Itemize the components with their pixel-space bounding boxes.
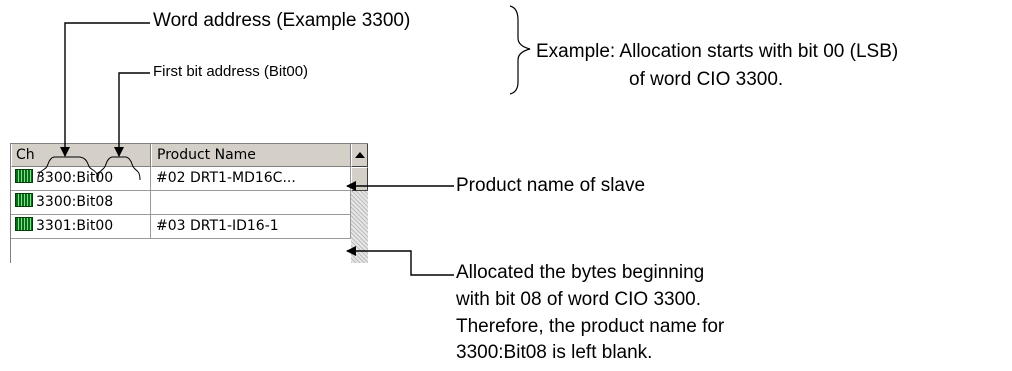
product-name-of-slave-label: Product name of slave bbox=[456, 175, 646, 196]
grid-frame bbox=[10, 143, 368, 263]
scrollbar-track[interactable] bbox=[351, 167, 368, 263]
row-3-product-cell[interactable]: #03 DRT1-ID16-1 bbox=[151, 215, 351, 239]
allocation-grid: Ch Product Name 3300:Bit00 #02 DRT1-MD16… bbox=[10, 143, 368, 263]
first-bit-leader bbox=[114, 72, 150, 157]
allocated-note-leader bbox=[346, 246, 454, 276]
io-module-icon bbox=[15, 193, 33, 207]
row-3-product-value: #03 DRT1-ID16-1 bbox=[156, 218, 279, 234]
word-address-label: Word address (Example 3300) bbox=[153, 10, 411, 31]
word-address-leader bbox=[60, 22, 150, 157]
allocated-note-line-1: Allocated the bytes beginning bbox=[456, 262, 705, 283]
row-3-ch-cell[interactable]: 3301:Bit00 bbox=[11, 215, 151, 239]
io-module-icon bbox=[15, 217, 33, 231]
row-2-ch-value: 3300:Bit08 bbox=[36, 194, 114, 210]
column-header-product-name[interactable]: Product Name bbox=[151, 143, 351, 167]
bit-brace bbox=[97, 156, 141, 181]
example-line-1: Example: Allocation starts with bit 00 (… bbox=[536, 41, 899, 62]
example-line-2: of word CIO 3300. bbox=[629, 69, 784, 90]
allocated-note-line-4: 3300:Bit08 is left blank. bbox=[456, 342, 653, 363]
row-3-ch-value: 3301:Bit00 bbox=[36, 218, 114, 234]
word-brace bbox=[37, 156, 99, 181]
allocated-note-line-3: Therefore, the product name for bbox=[456, 316, 725, 337]
row-1-product-value: #02 DRT1-MD16C... bbox=[156, 170, 296, 186]
first-bit-address-label: First bit address (Bit00) bbox=[153, 63, 309, 80]
row-1-ch-value: 3300:Bit00 bbox=[36, 170, 114, 186]
row-1-ch-cell[interactable]: 3300:Bit00 bbox=[11, 167, 151, 191]
example-brace bbox=[509, 5, 531, 95]
allocated-note-line-2: with bit 08 of word CIO 3300. bbox=[456, 289, 702, 310]
io-module-icon bbox=[15, 169, 33, 183]
row-2-ch-cell[interactable]: 3300:Bit08 bbox=[11, 191, 151, 215]
row-1-product-cell[interactable]: #02 DRT1-MD16C... bbox=[151, 167, 351, 191]
row-2-product-cell[interactable] bbox=[151, 191, 351, 215]
